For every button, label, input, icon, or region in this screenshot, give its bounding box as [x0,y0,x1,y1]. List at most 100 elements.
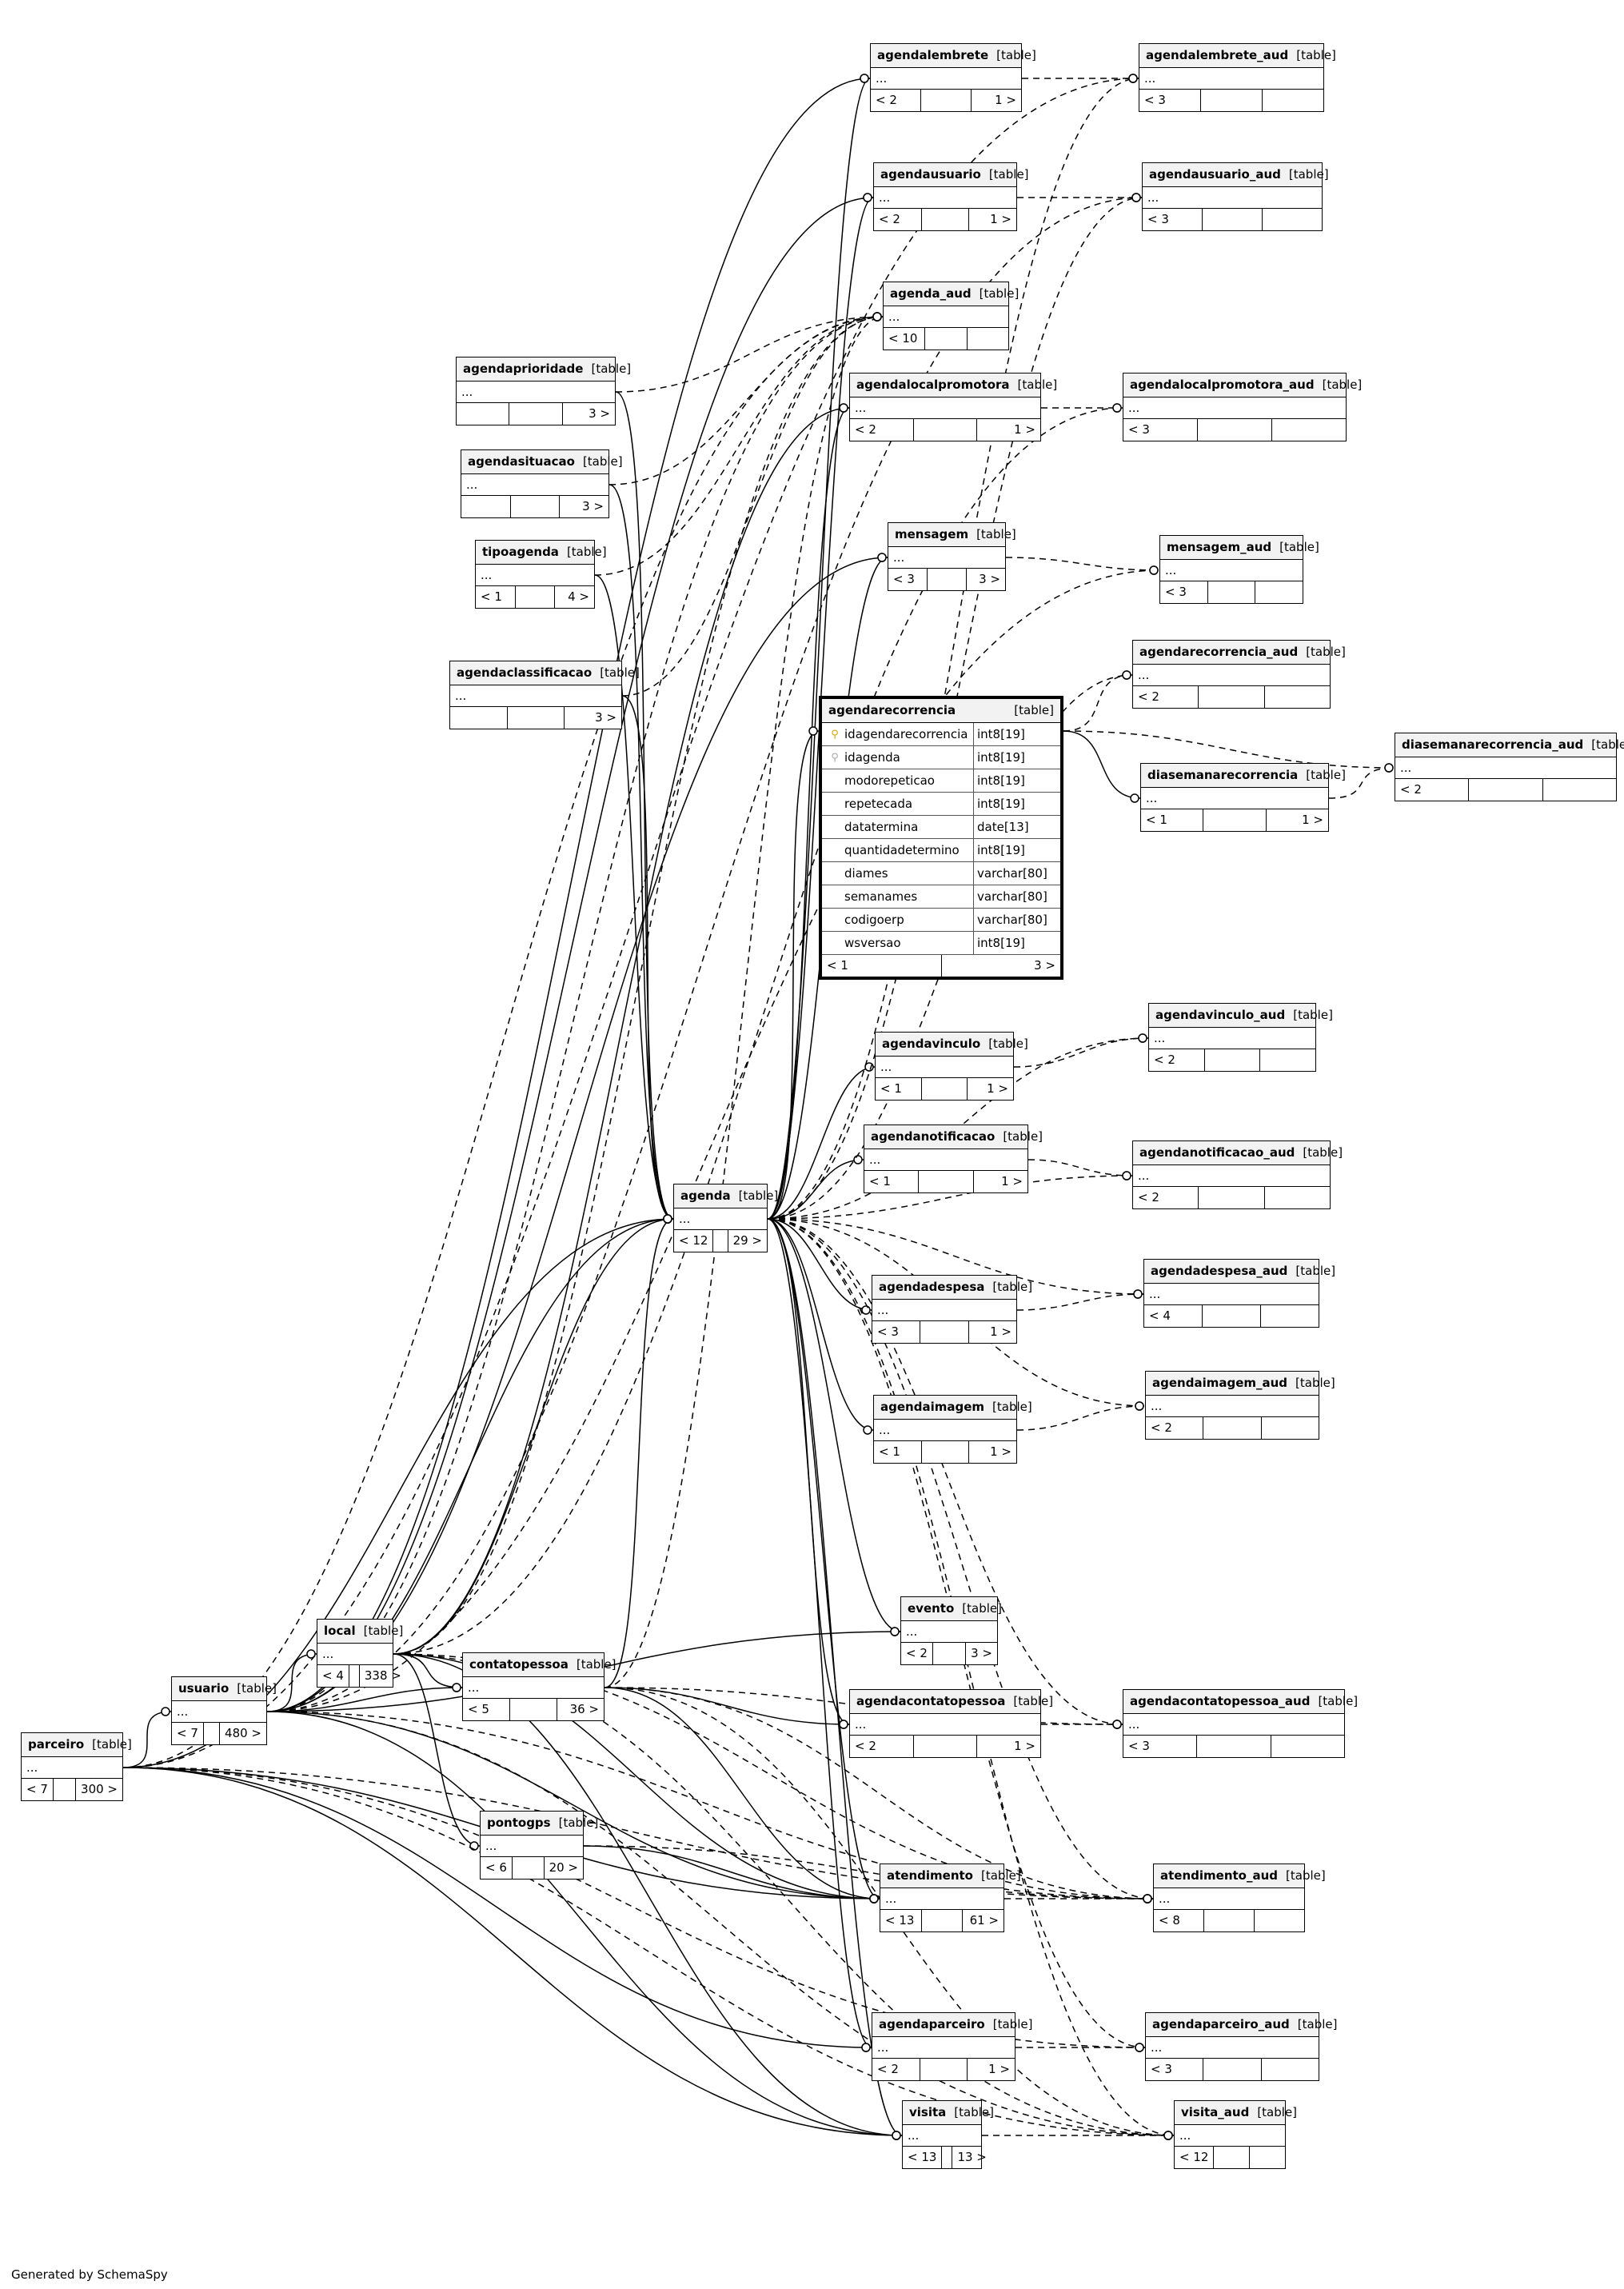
children-count[interactable]: 20 > [549,1860,578,1875]
parents-count[interactable]: < 3 [1160,581,1208,603]
parents-count[interactable]: < 2 [874,209,922,230]
parents-count[interactable]: < 3 [1123,419,1198,441]
parents-count[interactable]: < 2 [871,90,921,111]
children-count[interactable]: 3 > [971,1646,992,1660]
parents-count[interactable]: < 2 [872,2059,920,2080]
parents-count[interactable]: < 8 [1154,1910,1204,1931]
table-agendadespesa_aud[interactable]: agendadespesa_aud[table]...< 4 [1143,1259,1335,1328]
children-count[interactable] [1265,1187,1330,1208]
children-count[interactable] [1262,2059,1319,2080]
children-count[interactable] [1250,2147,1285,2168]
table-agendavinculo_aud[interactable]: agendavinculo_aud[table]...< 2 [1148,1003,1333,1072]
children-count[interactable]: 338 > [364,1668,401,1683]
children-count[interactable]: 1 > [1302,813,1323,827]
children-count[interactable]: 29 > [732,1233,762,1248]
children-count[interactable]: 3 > [1034,958,1055,973]
children-count[interactable] [1263,209,1322,230]
parents-count[interactable]: < 7 [172,1723,204,1744]
children-count[interactable]: 1 > [990,1444,1012,1459]
children-count[interactable]: 13 > [957,2150,987,2164]
parents-count[interactable]: < 12 [674,1230,714,1252]
children-count[interactable]: 1 > [1014,422,1036,437]
children-count[interactable]: 1 > [988,2062,1011,2076]
parents-count[interactable]: < 2 [1146,1417,1204,1439]
parents-count[interactable]: < 2 [850,1736,914,1757]
parents-count[interactable]: < 3 [1143,209,1203,230]
children-count[interactable]: 3 > [595,710,617,725]
children-count[interactable]: 480 > [225,1726,261,1740]
parents-count[interactable] [450,707,508,729]
table-agendalocalpromotora_aud[interactable]: agendalocalpromotora_aud[table]...< 3 [1123,373,1362,441]
parents-count[interactable]: < 12 [1175,2147,1215,2168]
children-count[interactable] [1543,779,1616,801]
parents-count[interactable]: < 2 [1133,686,1199,708]
parents-count[interactable]: < 2 [850,419,914,441]
children-count[interactable]: 4 > [568,589,590,604]
parents-count[interactable] [457,403,510,425]
children-count[interactable] [1260,1049,1315,1071]
parents-count[interactable]: < 5 [463,1699,510,1720]
children-count[interactable] [1265,686,1330,708]
table-mensagem_aud[interactable]: mensagem_aud[table]...< 3 [1159,535,1319,604]
children-count[interactable]: 3 > [582,499,605,513]
parents-count[interactable]: < 1 [874,1441,922,1463]
parents-count[interactable]: < 2 [1133,1187,1199,1208]
children-count[interactable]: 61 > [969,1913,1000,1927]
parents-count[interactable]: < 10 [884,328,926,350]
table-agendarecorrencia_aud[interactable]: agendarecorrencia_aud[table]...< 2 [1132,640,1346,709]
table-agendasituacao[interactable]: agendasituacao[table]...3 > [461,449,623,518]
children-count[interactable] [1263,90,1323,111]
parents-count[interactable]: < 6 [481,1857,513,1879]
table-agendaimagem_aud[interactable]: agendaimagem_aud[table]...< 2 [1145,1371,1335,1440]
children-count[interactable] [1271,1736,1344,1757]
parents-count[interactable]: < 4 [317,1665,349,1687]
children-count[interactable]: 3 > [979,572,1000,586]
table-agendarecorrencia[interactable]: agendarecorrencia[table]⚲idagendarecorre… [819,696,1063,980]
children-count[interactable] [1262,1417,1319,1439]
children-count[interactable] [1261,1305,1319,1327]
table-agendanotificacao_aud[interactable]: agendanotificacao_aud[table]...< 2 [1132,1141,1343,1209]
table-agendaprioridade[interactable]: agendaprioridade[table]...3 > [456,357,631,425]
parents-count[interactable]: < 2 [1395,779,1470,801]
children-count[interactable] [1255,1910,1304,1931]
parents-count[interactable]: < 3 [872,1321,921,1343]
parents-count[interactable]: < 2 [1149,1049,1205,1071]
children-count[interactable] [1255,581,1303,603]
table-agendausuario_aud[interactable]: agendausuario_aud[table]...< 3 [1142,162,1329,231]
parents-count[interactable]: < 1 [822,955,942,977]
parents-count[interactable]: < 3 [1123,1736,1198,1757]
table-agendaclassificacao[interactable]: agendaclassificacao[table]...3 > [449,661,640,729]
parents-count[interactable]: < 1 [476,586,516,608]
children-count[interactable]: 1 > [1001,1174,1023,1188]
parents-count[interactable]: < 1 [876,1078,922,1100]
parents-count[interactable] [461,496,511,517]
table-visita_aud[interactable]: visita_aud[table]...< 12 [1174,2100,1297,2169]
table-agendacontatopessoa_aud[interactable]: agendacontatopessoa_aud[table]...< 3 [1123,1689,1358,1758]
parents-count[interactable]: < 3 [888,569,928,590]
children-count[interactable] [1272,419,1346,441]
children-count[interactable]: 300 > [81,1782,118,1796]
children-count[interactable]: 3 > [589,406,610,421]
